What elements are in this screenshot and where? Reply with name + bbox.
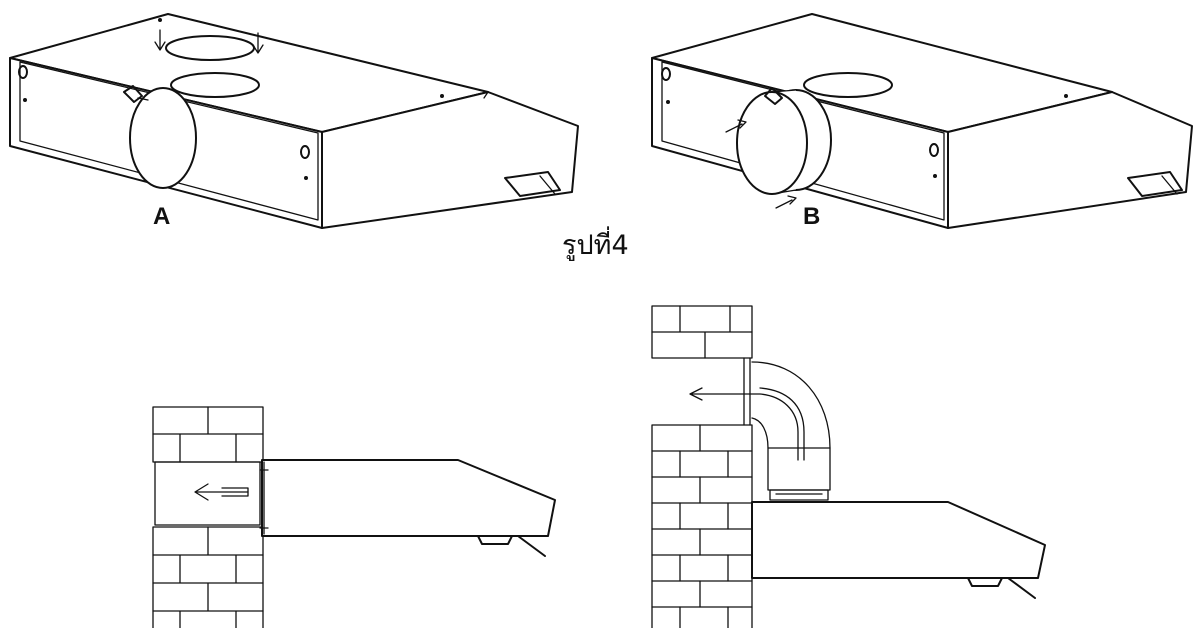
- hood-b-hole: [803, 72, 893, 98]
- keyhole-icon: [300, 145, 310, 159]
- label-a: A: [153, 203, 171, 230]
- hood-side-1: [261, 459, 556, 537]
- hood-side-2: [751, 501, 1046, 579]
- down-arrow-icon: [252, 32, 264, 54]
- diagonal-arrow-icon: [775, 195, 797, 209]
- keyhole-icon: [929, 143, 939, 157]
- hood-a-hole-upper: [165, 35, 255, 61]
- hood-a-light: [504, 171, 561, 197]
- left-arrow-icon: [194, 483, 249, 501]
- side-view-wall-outlet: [152, 406, 556, 628]
- figure-caption: รูปที่4: [562, 230, 629, 261]
- hood-b-hinge: [764, 87, 783, 105]
- hood-b: [651, 13, 1193, 229]
- elbow-outer: [751, 361, 831, 449]
- hood-b-front-inset: [661, 61, 945, 221]
- wall-opening: [154, 461, 261, 526]
- hood-a: [9, 13, 579, 229]
- keyhole-icon: [18, 65, 28, 79]
- elbow-inner: [751, 417, 769, 449]
- hood-a-side: [321, 91, 579, 229]
- down-arrow-icon: [154, 29, 166, 51]
- hood-a-damper: [129, 87, 197, 189]
- side-view-elbow-duct: [651, 305, 1046, 628]
- hood-b-adaptor-front: [736, 91, 808, 195]
- hood-b-light: [1127, 171, 1183, 197]
- hood-b-side: [947, 91, 1193, 229]
- hood-a-hinge: [123, 85, 143, 103]
- hood-a-front-inset: [19, 61, 319, 221]
- label-b: B: [803, 203, 821, 230]
- duct-collar: [767, 447, 831, 491]
- diagonal-arrow-icon: [725, 119, 747, 133]
- curved-arrow-icon: [689, 387, 799, 461]
- keyhole-icon: [661, 67, 671, 81]
- hood-a-hole-lower: [170, 72, 260, 98]
